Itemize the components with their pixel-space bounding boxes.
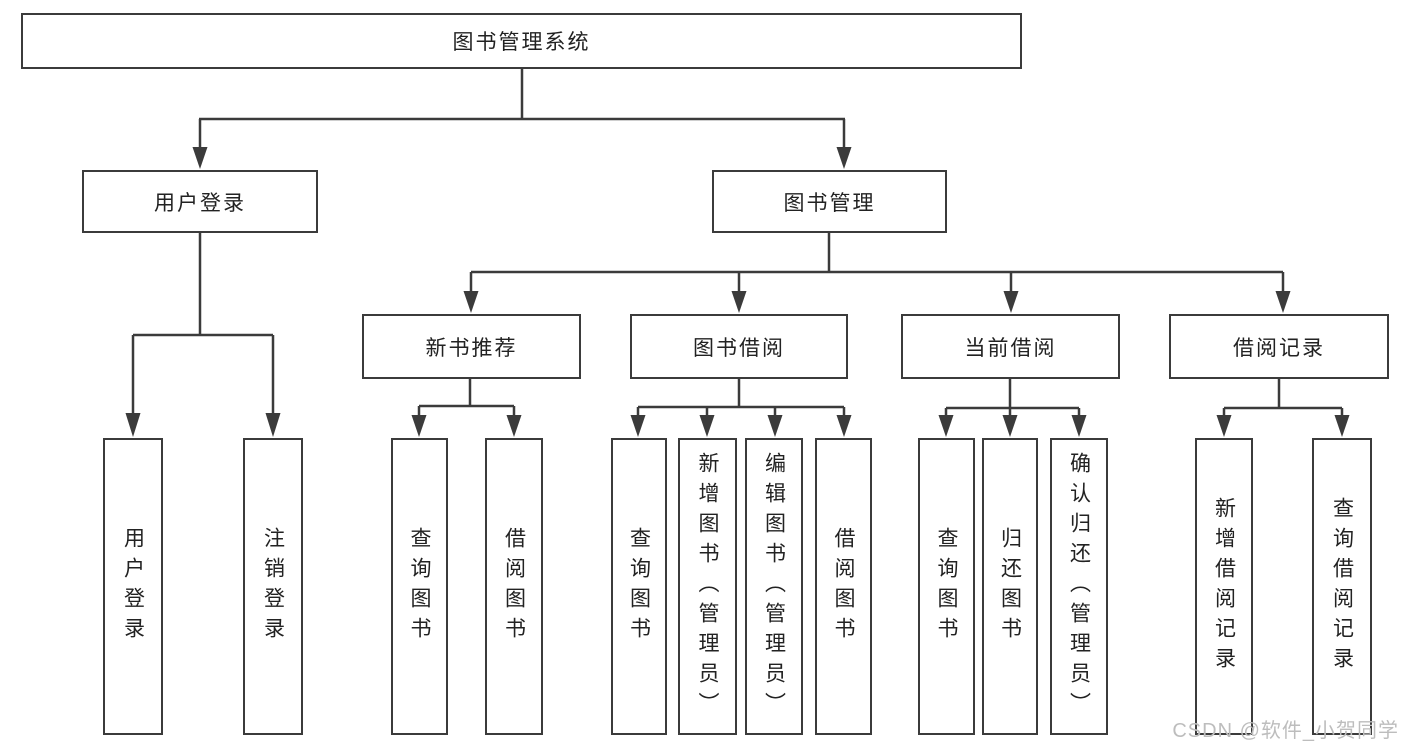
node-leaf-user-login-label: 用户登录: [121, 526, 145, 647]
node-current-borrow: 当前借阅: [901, 314, 1120, 379]
node-borrow-records-label: 借阅记录: [1233, 336, 1325, 360]
node-cb-query-label: 查询图书: [935, 526, 958, 647]
node-nbr-borrow-label: 借阅图书: [502, 526, 526, 647]
node-borrow-records: 借阅记录: [1169, 314, 1389, 379]
node-bb-edit-label: 编辑图书（管理员）: [762, 451, 786, 722]
node-bb-borrow: 借阅图书: [815, 438, 872, 735]
node-cb-confirm: 确认归还（管理员）: [1050, 438, 1108, 735]
node-br-query: 查询借阅记录: [1312, 438, 1372, 735]
node-leaf-user-login: 用户登录: [103, 438, 163, 735]
node-bb-add-label: 新增图书（管理员）: [696, 451, 719, 722]
edges-book-mgmt: [463, 233, 1291, 313]
edges-borrow-records: [1216, 379, 1350, 437]
node-current-borrow-label: 当前借阅: [964, 336, 1057, 360]
node-bb-edit: 编辑图书（管理员）: [745, 438, 803, 735]
node-new-book-rec: 新书推荐: [362, 314, 581, 379]
node-book-mgmt: 图书管理: [712, 170, 947, 233]
edges-current-borrow: [938, 379, 1087, 437]
edges-book-borrow: [630, 379, 852, 437]
node-user-login: 用户登录: [82, 170, 318, 233]
node-br-query-label: 查询借阅记录: [1330, 496, 1354, 677]
edges-new-book-rec: [411, 379, 522, 437]
watermark: CSDN @软件_小贺同学: [1172, 720, 1399, 742]
node-user-login-label: 用户登录: [154, 191, 246, 215]
node-cb-query: 查询图书: [918, 438, 975, 735]
node-bb-borrow-label: 借阅图书: [832, 526, 855, 647]
node-br-add: 新增借阅记录: [1195, 438, 1253, 735]
node-root: 图书管理系统: [21, 13, 1022, 69]
node-bb-query-label: 查询图书: [627, 526, 651, 647]
node-br-add-label: 新增借阅记录: [1212, 496, 1236, 677]
node-cb-confirm-label: 确认归还（管理员）: [1067, 451, 1091, 722]
node-nbr-query: 查询图书: [391, 438, 448, 735]
node-nbr-query-label: 查询图书: [408, 526, 431, 647]
edges-user-login: [125, 233, 281, 437]
node-new-book-rec-label: 新书推荐: [425, 336, 518, 360]
node-leaf-logout-label: 注销登录: [261, 526, 285, 647]
node-cb-return: 归还图书: [982, 438, 1038, 735]
node-nbr-borrow: 借阅图书: [485, 438, 543, 735]
node-cb-return-label: 归还图书: [998, 526, 1022, 647]
node-book-borrow: 图书借阅: [630, 314, 848, 379]
node-root-label: 图书管理系统: [452, 31, 591, 54]
node-leaf-logout: 注销登录: [243, 438, 303, 735]
node-bb-query: 查询图书: [611, 438, 667, 735]
node-bb-add: 新增图书（管理员）: [678, 438, 737, 735]
node-book-borrow-label: 图书借阅: [693, 336, 785, 360]
edges-root: [192, 67, 852, 169]
node-book-mgmt-label: 图书管理: [783, 191, 876, 215]
